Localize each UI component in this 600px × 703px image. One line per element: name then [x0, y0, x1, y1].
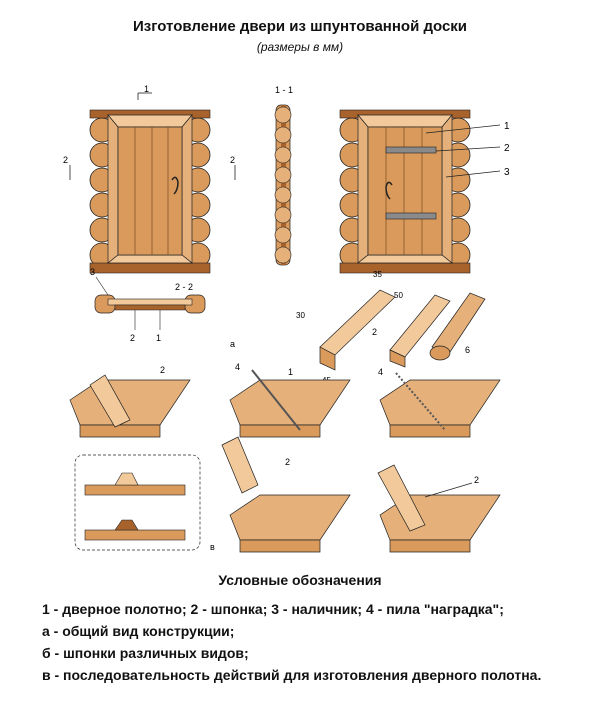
step1-part-2: 2	[160, 365, 165, 375]
callout-3: 3	[504, 167, 510, 178]
legend-line-3: б - шпонки различных видов;	[42, 645, 249, 661]
step2-part-1: 1	[288, 367, 293, 377]
section-mark-1-top: 1	[144, 85, 149, 94]
key-types: 35 50 30 45 2 6 a	[230, 270, 486, 385]
page-title: Изготовление двери из шпунтованной доски	[132, 18, 468, 35]
view-letter-v: в	[210, 542, 215, 552]
step2-part-4: 4	[235, 362, 240, 372]
section-2-2-part-2: 2	[130, 333, 135, 343]
door-back-view: 1 2 3	[339, 109, 510, 274]
door-front-view: 1 2 2	[63, 85, 236, 274]
operation-sequence: 2 4 1 4 в 2 2	[69, 362, 501, 553]
section-1-1-label: 1 - 1	[275, 85, 293, 95]
section-mark-2-left: 2	[63, 155, 68, 165]
step3-part-4: 4	[378, 367, 383, 377]
key-type-6: 6	[465, 345, 470, 355]
page-subtitle: (размеры в мм)	[256, 40, 344, 54]
callout-2: 2	[504, 143, 510, 154]
step4-part-2: 2	[285, 457, 290, 467]
section-1-1: 1 - 1	[274, 85, 293, 266]
section-2-2-part-1: 1	[156, 333, 161, 343]
legend-line-2: а - общий вид конструкции;	[42, 623, 235, 639]
section-2-2: 2 - 2 3 2 1	[90, 267, 206, 343]
dim-50: 50	[394, 291, 403, 300]
dim-35: 35	[373, 270, 382, 279]
dim-30: 30	[296, 311, 305, 320]
key-part-2: 2	[372, 327, 377, 337]
section-2-2-callout-3: 3	[90, 267, 95, 277]
legend-title: Условные обозначения	[218, 572, 382, 588]
legend-line-4: в - последовательность действий для изго…	[42, 667, 542, 683]
legend-line-1: 1 - дверное полотно; 2 - шпонка; 3 - нал…	[42, 601, 504, 617]
section-2-2-label: 2 - 2	[175, 282, 193, 292]
legend: 1 - дверное полотно; 2 - шпонка; 3 - нал…	[42, 598, 592, 686]
door-construction-diagram: 1 2 2 1 - 1	[63, 85, 510, 553]
view-letter-a: a	[230, 339, 235, 349]
step5-part-2: 2	[474, 475, 479, 485]
section-mark-2-right: 2	[230, 155, 235, 165]
callout-1: 1	[504, 121, 510, 132]
